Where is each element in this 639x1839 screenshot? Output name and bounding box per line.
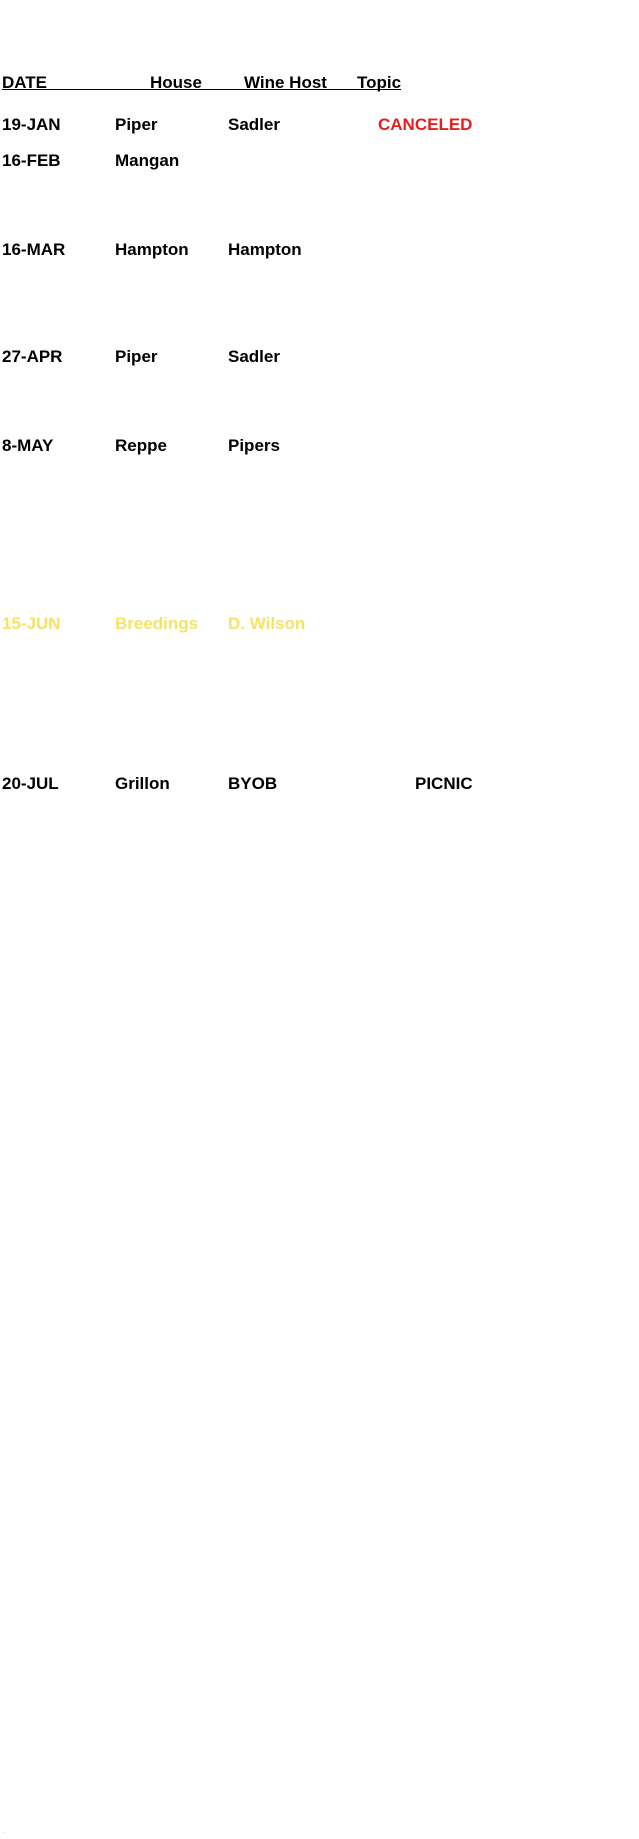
row-house: Breedings bbox=[115, 614, 199, 633]
row-date: 16-MAR bbox=[2, 240, 66, 259]
row-wine-host: Sadler bbox=[228, 347, 280, 366]
footer-mark: . bbox=[3, 1829, 5, 1835]
row-wine-host: Pipers bbox=[228, 436, 280, 455]
row-date: 16-FEB bbox=[2, 151, 61, 170]
row-house: Grillon bbox=[115, 774, 170, 793]
row-wine-host: D. Wilson bbox=[228, 614, 306, 633]
row-date: 20-JUL bbox=[2, 774, 59, 793]
row-date: 27-APR bbox=[2, 347, 63, 366]
row-topic: PICNIC bbox=[415, 774, 473, 793]
header-topic: Topic bbox=[357, 73, 402, 92]
row-house: Piper bbox=[115, 115, 158, 134]
row-wine-host: Sadler bbox=[228, 115, 280, 134]
row-house: Mangan bbox=[115, 151, 180, 170]
row-date: 19-JAN bbox=[2, 115, 61, 134]
row-wine-host: Hampton bbox=[228, 240, 302, 259]
header-house: House bbox=[150, 73, 202, 92]
header-date: DATE bbox=[2, 73, 48, 92]
row-wine-host: BYOB bbox=[228, 774, 278, 793]
row-date: 15-JUN bbox=[2, 614, 61, 633]
row-house: Hampton bbox=[115, 240, 189, 259]
row-topic-canceled: CANCELED bbox=[378, 115, 473, 134]
header-underline bbox=[2, 89, 398, 90]
row-house: Piper bbox=[115, 347, 158, 366]
row-date: 8-MAY bbox=[2, 436, 54, 455]
header-wine-host: Wine Host bbox=[244, 73, 327, 92]
row-house: Reppe bbox=[115, 436, 167, 455]
